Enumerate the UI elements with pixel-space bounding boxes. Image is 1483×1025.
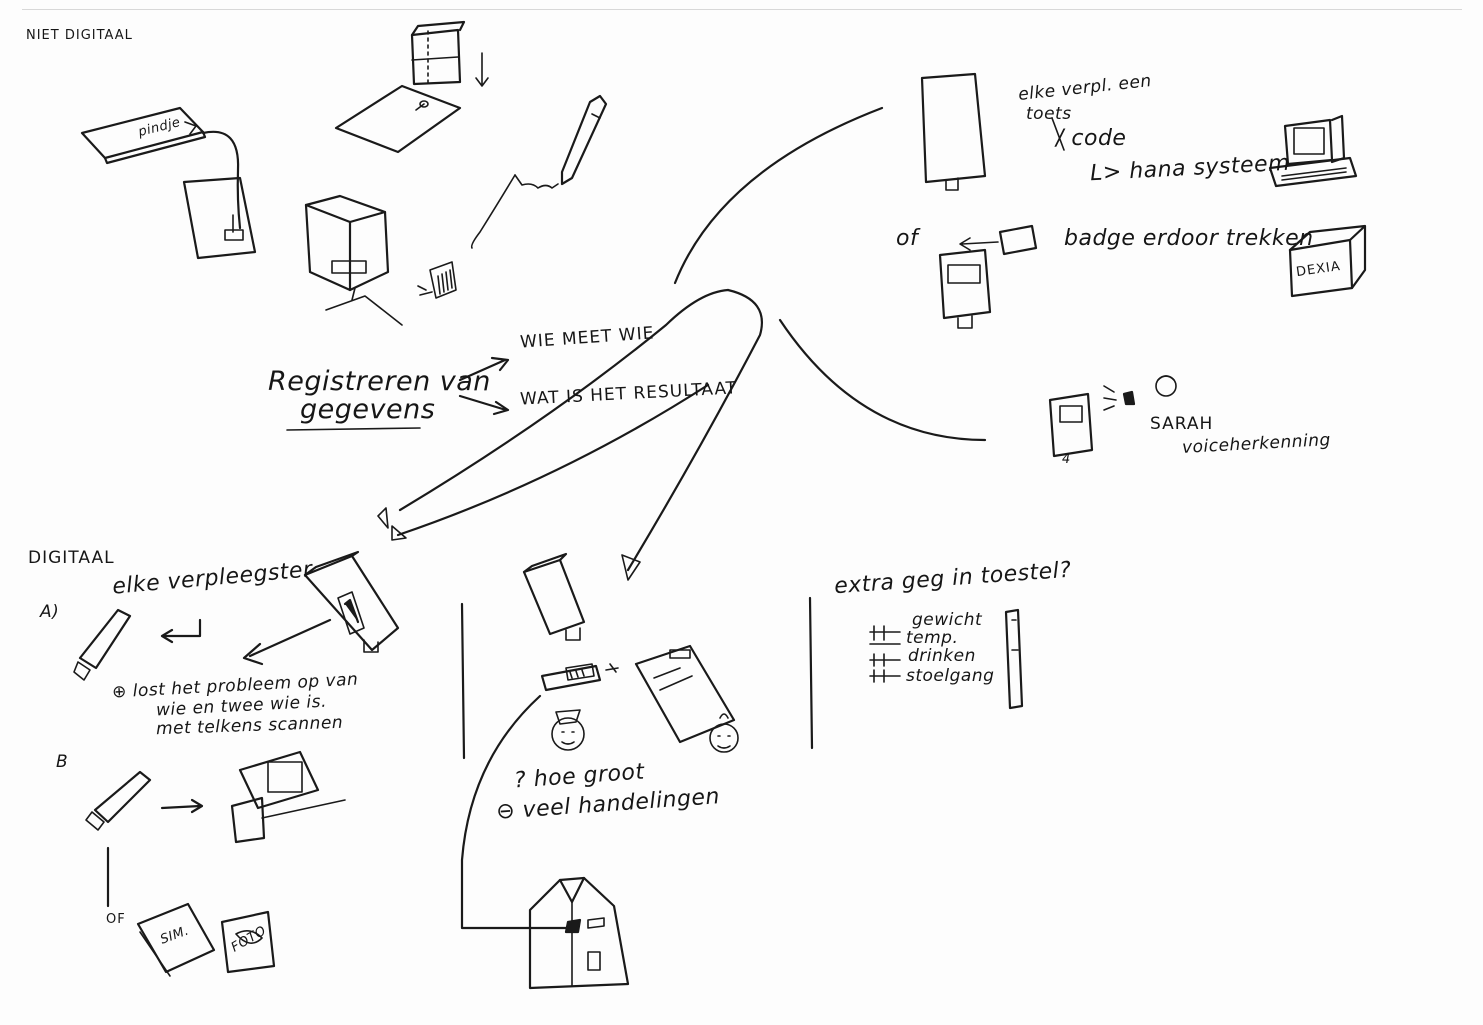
- connector-voice: [780, 320, 985, 440]
- badge-reader-icon: [940, 226, 1036, 328]
- badge-text: badge erdoor trekken: [1064, 226, 1314, 251]
- label-b: B: [56, 752, 68, 772]
- label-niet-digitaal: NIET DIGITAAL: [26, 28, 133, 43]
- paper-sheet-icon: [336, 86, 460, 152]
- card-terminal-icon: [184, 178, 255, 258]
- voice-mark: 4: [1062, 452, 1071, 467]
- nurse-shirt-icon: [530, 878, 628, 988]
- right-device-code: / code: [1056, 126, 1126, 151]
- extra-item-1: gewicht: [912, 610, 982, 630]
- extra-device-icon: [1006, 610, 1022, 708]
- patient-face-left-icon: [552, 710, 584, 750]
- barcode-icon: [418, 262, 456, 298]
- usb-stick-b-icon: [86, 772, 150, 830]
- desktop-computer-icon: [232, 752, 345, 842]
- wristband-icon: [542, 664, 618, 690]
- scanner-device-icon: [305, 552, 398, 652]
- divider-left: [462, 604, 464, 758]
- label-of: OF: [106, 912, 126, 927]
- binder-shelf-icon: [412, 22, 488, 86]
- keypad-device-icon: [922, 74, 985, 190]
- document-icon: [636, 646, 734, 742]
- scan-arrow: [244, 620, 330, 664]
- connector-top-right: [675, 108, 882, 283]
- center-title-line1: Registreren van: [268, 366, 491, 397]
- pen-icon: [472, 96, 606, 248]
- right-device-text2: toets: [1026, 104, 1072, 124]
- center-title-line2: gegevens: [300, 394, 435, 425]
- extra-item-4: stoelgang: [906, 666, 994, 686]
- arrow-b: [162, 800, 202, 812]
- arrow-a: [162, 620, 200, 642]
- arrow-to-branch2: [460, 396, 508, 414]
- extra-item-3: drinken: [908, 646, 976, 666]
- extra-item-2: temp.: [906, 628, 958, 648]
- label-a: A): [40, 602, 59, 622]
- label-digitaal: DIGITAAL: [28, 548, 115, 568]
- divider-right: [810, 598, 812, 748]
- title-underline: [287, 428, 420, 430]
- badge-or: of: [896, 226, 918, 251]
- usb-stick-a-icon: [74, 610, 130, 680]
- voice-name: SARAH: [1150, 414, 1213, 434]
- box-scanner-icon: [306, 196, 402, 325]
- handheld-scanner-icon: [524, 554, 584, 640]
